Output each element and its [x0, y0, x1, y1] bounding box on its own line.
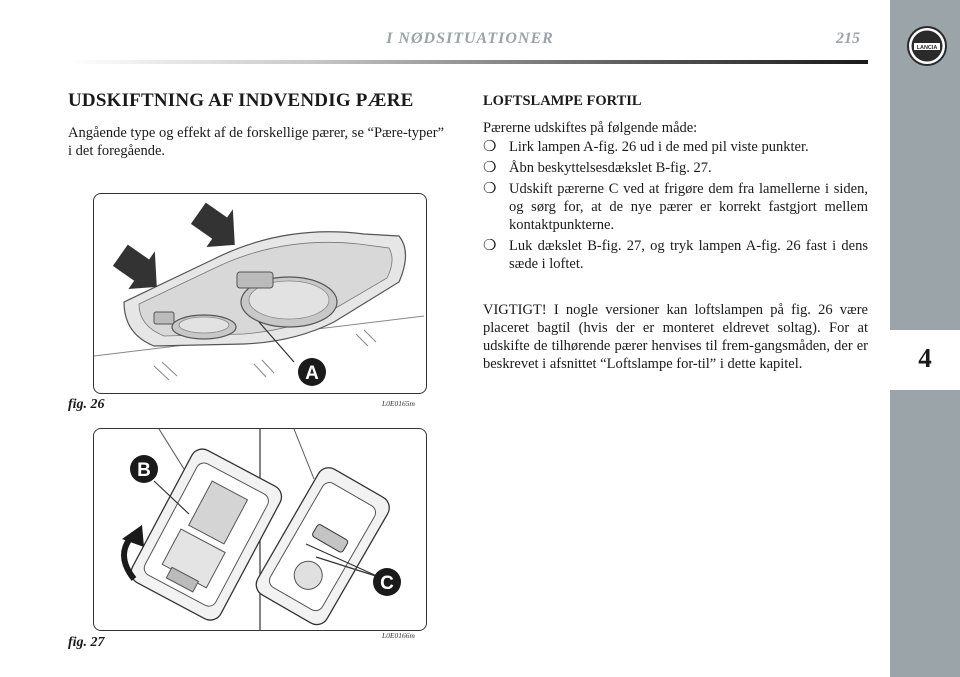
lancia-logo-icon: LANCIA — [907, 24, 947, 68]
label-a: A — [305, 363, 319, 384]
step-text: Åbn beskyttelsesdækslet B-fig. 27. — [509, 160, 712, 176]
step-text: Udskift pærerne C ved at frigøre dem fra… — [509, 181, 868, 233]
chapter-tab[interactable] — [890, 332, 960, 388]
list-item: ❍ Luk dækslet B-fig. 27, og tryk lampen … — [483, 237, 868, 273]
fig-27-code: L0E0166m — [382, 631, 415, 640]
sidebar-divider — [890, 388, 960, 390]
intro-paragraph: Angående type og effekt af de forskellig… — [68, 125, 445, 159]
step-text: Lirk lampen A-fig. 26 ud i de med pil vi… — [509, 139, 809, 155]
subsection-title: LOFTSLAMPE FORTIL — [483, 93, 642, 109]
header-rule — [68, 60, 868, 64]
lead-paragraph: Pærerne udskiftes på følgende måde: — [483, 120, 698, 136]
fig-26-caption: fig. 26 — [68, 397, 105, 412]
bullet-circle-icon: ❍ — [483, 139, 497, 155]
figure-26-ceiling-lamp: A — [93, 193, 427, 394]
figure-27-lamp-open: B C — [93, 428, 427, 631]
section-title: UDSKIFTNING AF INDVENDIG PÆRE — [68, 90, 414, 111]
label-b: B — [137, 460, 151, 481]
sidebar-divider — [890, 330, 960, 332]
running-header: I NØDSITUATIONER — [386, 30, 554, 47]
important-note: VIGTIGT! I nogle versioner kan loftslamp… — [483, 302, 868, 372]
bullet-circle-icon: ❍ — [483, 160, 497, 176]
fig-26-code: L0E0165m — [382, 399, 415, 408]
list-item: ❍ Udskift pærerne C ved at frigøre dem f… — [483, 180, 868, 234]
step-text: Luk dækslet B-fig. 27, og tryk lampen A-… — [509, 238, 868, 272]
fig-27-caption: fig. 27 — [68, 635, 105, 650]
page-number: 215 — [836, 30, 860, 47]
steps-list: ❍ Lirk lampen A-fig. 26 ud i de med pil … — [483, 138, 868, 276]
logo-text: LANCIA — [917, 45, 938, 51]
list-item: ❍ Åbn beskyttelsesdækslet B-fig. 27. — [483, 159, 868, 177]
chapter-number: 4 — [918, 343, 932, 373]
label-c: C — [380, 573, 394, 594]
list-item: ❍ Lirk lampen A-fig. 26 ud i de med pil … — [483, 138, 868, 156]
bullet-circle-icon: ❍ — [483, 238, 497, 254]
bullet-circle-icon: ❍ — [483, 181, 497, 197]
